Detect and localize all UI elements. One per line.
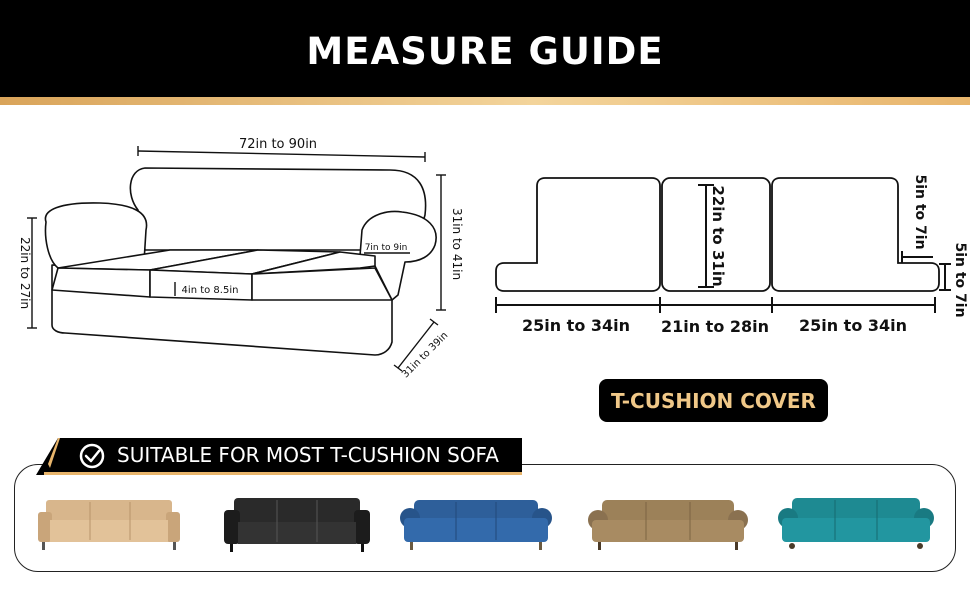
- header-bar: MEASURE GUIDE: [0, 0, 970, 97]
- check-circle-icon: [79, 443, 105, 469]
- page-title: MEASURE GUIDE: [306, 30, 664, 73]
- t-extension-label: 5in to 7in: [912, 174, 928, 249]
- sofa-image-3: [400, 500, 552, 550]
- sofa-outline: [44, 167, 437, 356]
- gold-divider: [0, 97, 970, 105]
- sofa-image-4: [588, 500, 748, 550]
- suitable-banner: [36, 438, 522, 475]
- suitable-label: SUITABLE FOR MOST T-CUSHION SOFA: [117, 443, 499, 467]
- sofa-image-5: [778, 498, 934, 549]
- sofa-image-1: [38, 500, 180, 550]
- cushion-thickness-label: 4in to 8.5in: [182, 285, 239, 296]
- sofa-back-height-label: 31in to 41in: [450, 208, 464, 280]
- t-cushion-badge-label: T-CUSHION COVER: [611, 389, 816, 413]
- t-cushion-outline: [495, 177, 940, 292]
- middle-cushion-width-label: 21in to 28in: [661, 317, 769, 336]
- arm-width-label: 7in to 9in: [365, 243, 408, 253]
- right-cushion-width-label: 25in to 34in: [799, 316, 907, 335]
- cushion-thickness-side-label: 5in to 7in: [952, 242, 968, 317]
- t-cushion-badge: T-CUSHION COVER: [599, 379, 828, 422]
- cushion-depth-label: 22in to 31in: [709, 185, 727, 286]
- left-cushion-width-label: 25in to 34in: [522, 316, 630, 335]
- measure-diagram: 72in to 90in 22in to 27in 31in to 41in 3…: [18, 137, 968, 380]
- sofa-seat-height-label: 22in to 27in: [18, 237, 32, 309]
- sofa-width-label: 72in to 90in: [239, 137, 317, 152]
- sofa-image-2: [224, 498, 370, 552]
